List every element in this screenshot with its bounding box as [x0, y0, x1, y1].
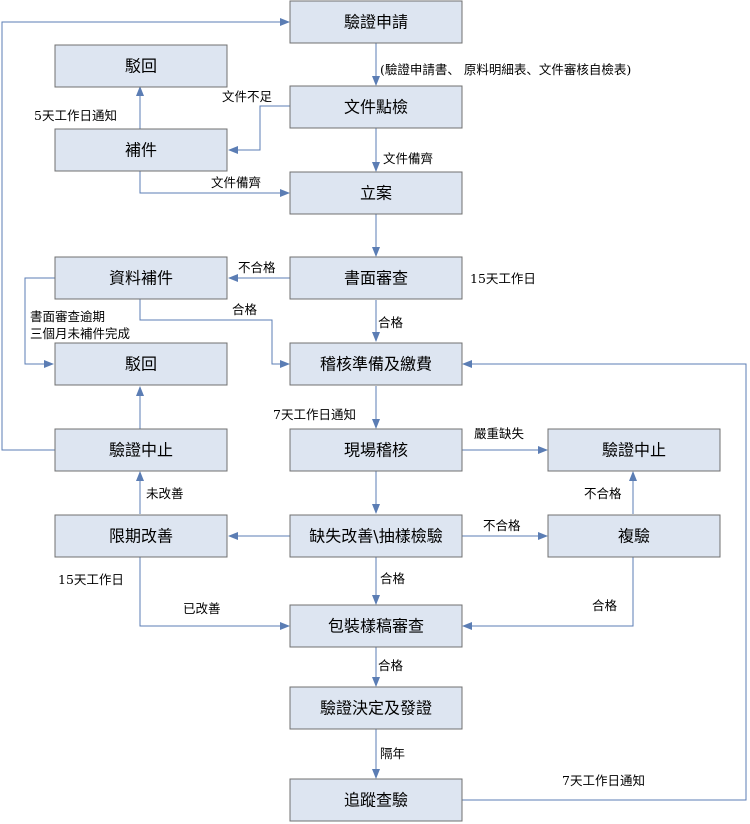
label-improved: 已改善: [183, 601, 221, 616]
node-supplement[interactable]: 補件: [54, 128, 228, 172]
connector-tracking-auditprep: [462, 360, 747, 801]
node-deficiency-label: 缺失改善\抽樣檢驗: [309, 527, 442, 546]
node-filing[interactable]: 立案: [289, 171, 463, 215]
node-decision-label: 驗證決定及發證: [320, 699, 432, 718]
node-deficiency[interactable]: 缺失改善\抽樣檢驗: [289, 514, 463, 558]
label-notice-7days-1: 7天工作日通知: [273, 407, 356, 422]
label-not-improved: 未改善: [146, 486, 184, 501]
label-docs-insufficient: 文件不足: [222, 89, 273, 104]
node-audit-prep[interactable]: 稽核準備及繳費: [289, 342, 463, 386]
node-packaging-label: 包裝樣稿審查: [328, 617, 424, 636]
connector-supplement-filing: [139, 171, 290, 197]
label-fail-2: 不合格: [584, 486, 622, 501]
label-pass-1: 合格: [232, 302, 258, 317]
node-tracking[interactable]: 追蹤查驗: [289, 778, 463, 822]
label-days-15-improve: 15天工作日: [58, 572, 124, 587]
node-supplement-label: 補件: [125, 141, 157, 160]
node-suspend-right[interactable]: 驗證中止: [547, 428, 721, 472]
label-overdue-line1: 書面審查逾期: [30, 309, 105, 324]
node-audit-prep-label: 稽核準備及繳費: [320, 355, 432, 374]
node-data-supplement-label: 資料補件: [109, 269, 173, 288]
label-pass-3: 合格: [380, 571, 406, 586]
node-reinspect[interactable]: 複驗: [547, 514, 721, 558]
node-reinspect-label: 複驗: [618, 527, 650, 546]
node-suspend-left[interactable]: 驗證中止: [54, 428, 228, 472]
connector-suspend-apply: [1, 18, 290, 451]
label-docs-ready-1: 文件備齊: [383, 151, 434, 166]
node-improve-deadline[interactable]: 限期改善: [54, 514, 228, 558]
node-doc-review-label: 書面審查: [344, 269, 408, 288]
label-serious-deficiency: 嚴重缺失: [474, 426, 525, 441]
connector-reinspect-packaging: [462, 557, 634, 630]
node-apply[interactable]: 驗證申請: [289, 0, 463, 44]
node-filing-label: 立案: [360, 184, 392, 203]
connectors: [1, 18, 747, 801]
label-apply-docs: (驗證申請書、 原料明細表、文件審核自檢表): [380, 62, 631, 77]
connector-datasupplement-rejectmid: [24, 277, 55, 368]
node-reject-top-label: 駁回: [125, 57, 157, 76]
label-pass-4: 合格: [592, 598, 618, 613]
node-site-audit[interactable]: 現場稽核: [289, 428, 463, 472]
label-fail-3: 不合格: [483, 518, 521, 533]
connector-doccheck-supplement: [228, 105, 290, 154]
node-reject-mid-label: 駁回: [125, 355, 157, 374]
label-next-year: 隔年: [380, 746, 405, 761]
connector-datasupplement-auditprep: [139, 299, 290, 368]
label-pass-2: 合格: [378, 315, 404, 330]
node-apply-label: 驗證申請: [344, 13, 408, 32]
node-reject-mid[interactable]: 駁回: [54, 342, 228, 386]
label-pass-5: 合格: [378, 658, 404, 673]
label-notice-5days: 5天工作日通知: [34, 108, 117, 123]
node-suspend-left-label: 驗證中止: [109, 441, 173, 460]
label-overdue-line2: 三個月未補件完成: [30, 326, 130, 341]
label-notice-7days-2: 7天工作日通知: [562, 773, 645, 788]
node-site-audit-label: 現場稽核: [344, 441, 408, 460]
node-decision[interactable]: 驗證決定及發證: [289, 686, 463, 730]
node-suspend-right-label: 驗證中止: [602, 441, 666, 460]
node-doc-review[interactable]: 書面審查: [289, 256, 463, 300]
node-tracking-label: 追蹤查驗: [344, 791, 408, 810]
edge-labels: (驗證申請書、 原料明細表、文件審核自檢表) 5天工作日通知 文件不足 文件備齊…: [30, 62, 645, 788]
node-doc-check[interactable]: 文件點檢: [289, 85, 463, 129]
label-fail-1: 不合格: [238, 260, 276, 275]
node-improve-deadline-label: 限期改善: [109, 527, 173, 546]
connector-improve-packaging: [139, 557, 290, 630]
label-docs-ready-2: 文件備齊: [211, 175, 262, 190]
node-doc-check-label: 文件點檢: [344, 98, 408, 117]
node-packaging[interactable]: 包裝樣稿審查: [289, 604, 463, 648]
label-days-15-review: 15天工作日: [470, 271, 536, 286]
node-reject-top[interactable]: 駁回: [54, 44, 228, 88]
node-data-supplement[interactable]: 資料補件: [54, 256, 228, 300]
